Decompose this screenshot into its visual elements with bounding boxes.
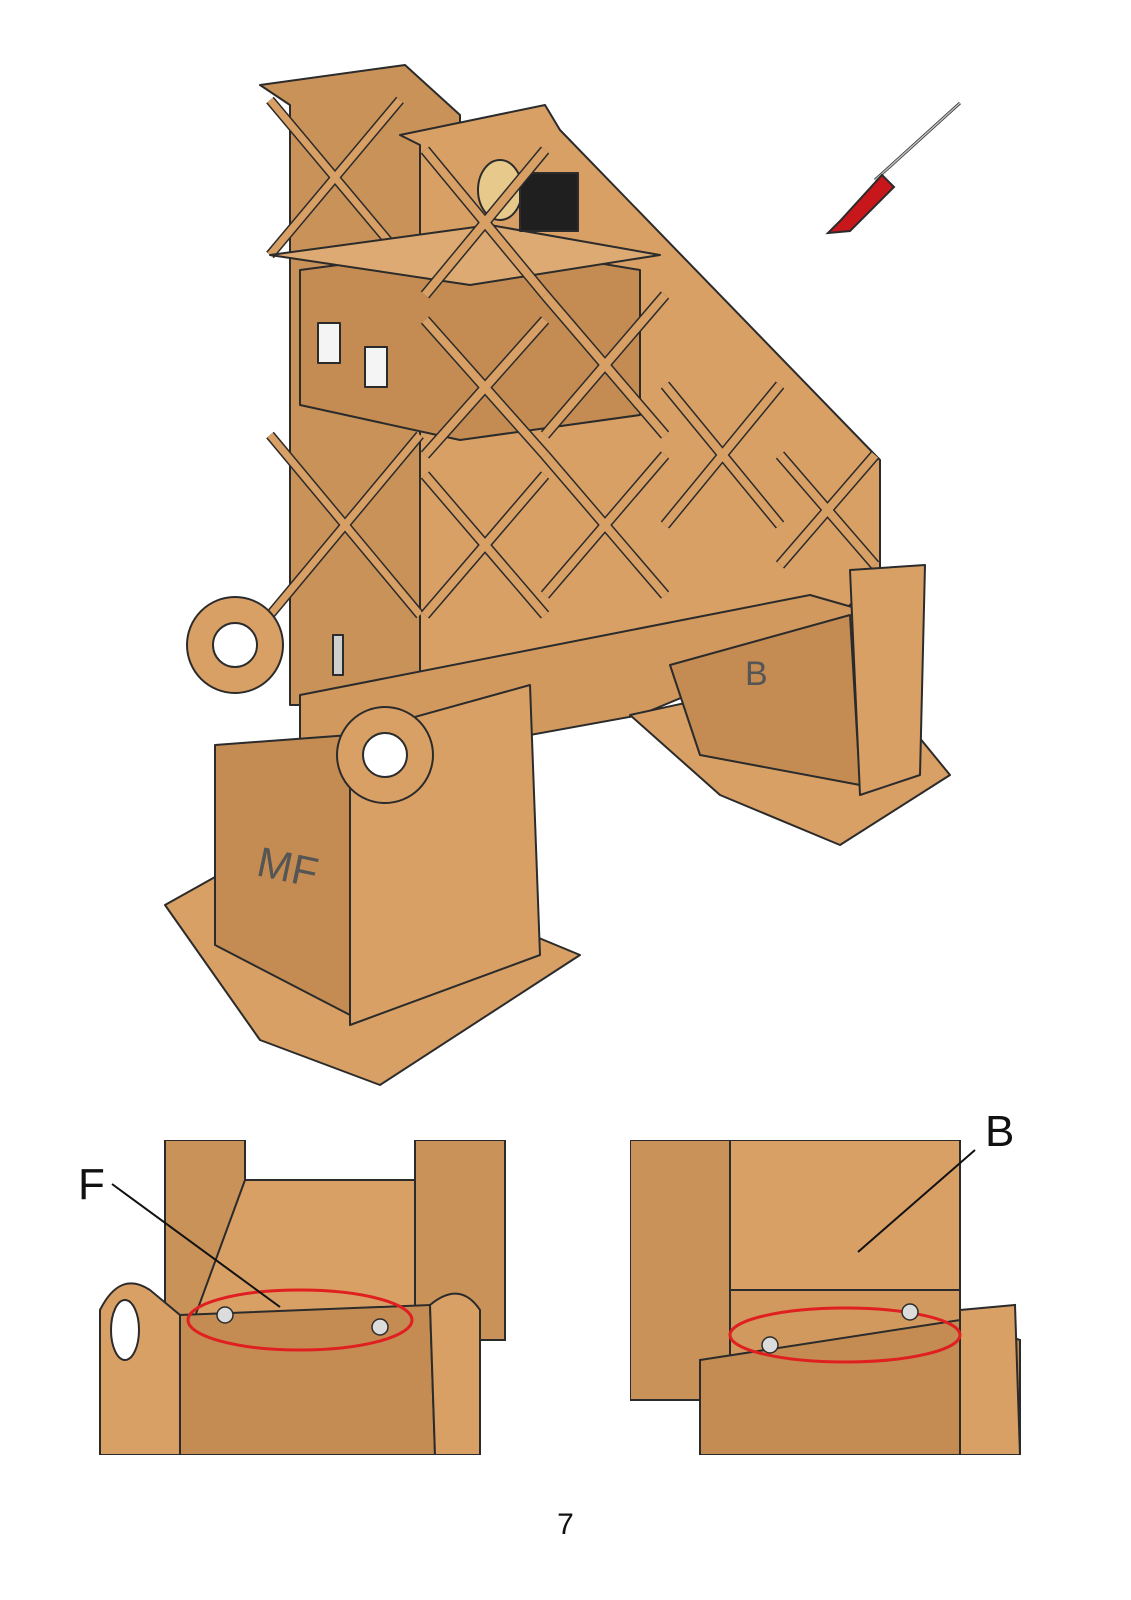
front-screw-right	[371, 1318, 389, 1336]
callout-front-label: F	[78, 1160, 105, 1209]
leader-line-front	[111, 1183, 281, 1308]
cabin-window-right	[364, 346, 388, 388]
front-truss-bracing-fill	[421, 147, 879, 618]
leader-line-back	[857, 1149, 976, 1253]
back-base-marking: B	[745, 655, 768, 693]
detail-back-illustration	[630, 1140, 1022, 1455]
bridge-assembly-illustration: MF B	[164, 64, 951, 1086]
detail-front-illustration	[99, 1140, 506, 1455]
back-base-side	[849, 564, 926, 796]
page-number: 7	[557, 1508, 574, 1541]
front-base-hole-left	[212, 622, 258, 668]
back-screw-right	[901, 1303, 919, 1321]
back-highlight-ring	[728, 1306, 962, 1364]
back-screw-left	[761, 1336, 779, 1354]
rear-truss-bracing-fill	[267, 97, 423, 618]
front-highlight-ring	[186, 1288, 414, 1352]
loose-screw	[332, 634, 344, 676]
cabin-window-left	[317, 322, 341, 364]
front-screw-left	[216, 1306, 234, 1324]
screwdriver-icon	[825, 101, 962, 235]
front-base-hole-right	[362, 732, 408, 778]
motor-body	[519, 172, 579, 232]
callout-back-label: B	[985, 1107, 1015, 1156]
